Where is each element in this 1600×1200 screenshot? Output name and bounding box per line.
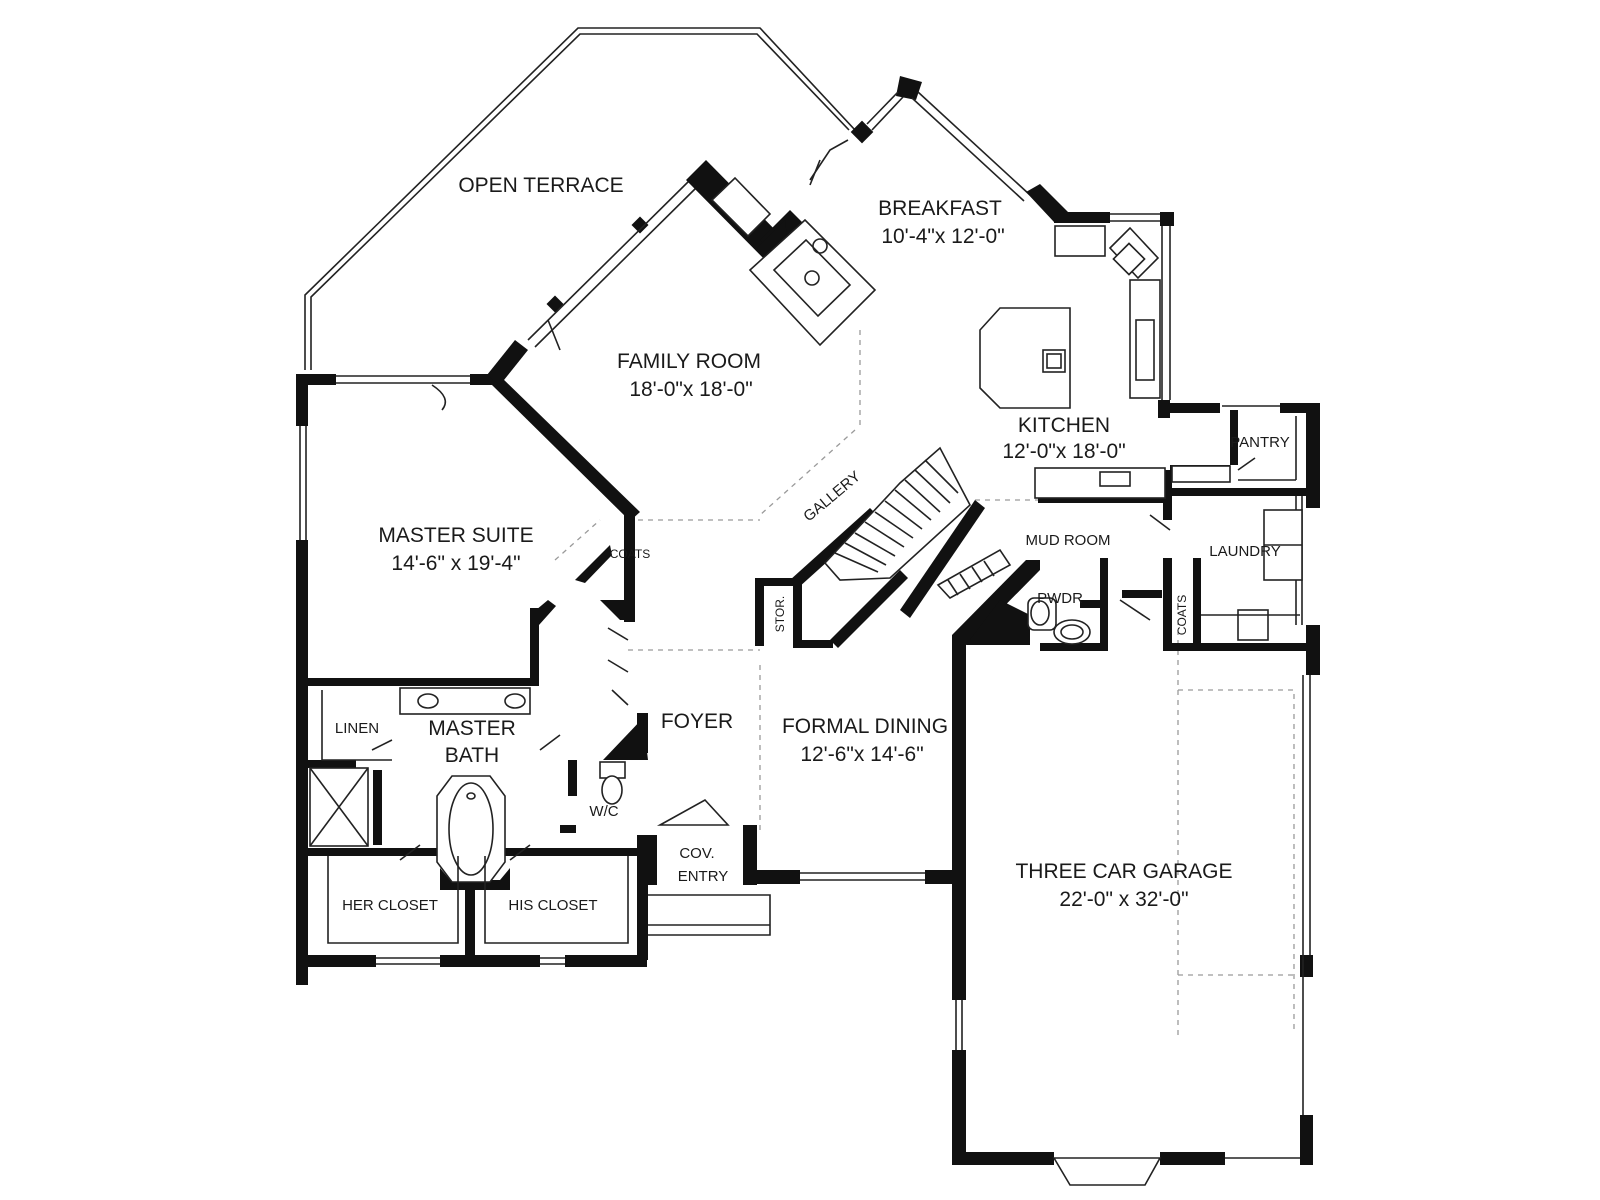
breakfast-size: 10'-4"x 12'-0" bbox=[881, 225, 1004, 248]
fixtures bbox=[309, 225, 1303, 944]
three-car-garage-label: THREE CAR GARAGE bbox=[1015, 860, 1232, 883]
her-closet-label: HER CLOSET bbox=[342, 897, 438, 914]
terrace-outline bbox=[304, 27, 856, 370]
stairs bbox=[823, 446, 1012, 600]
walls bbox=[296, 76, 1320, 1186]
family-room-size: 18'-0"x 18'-0" bbox=[629, 378, 752, 401]
coats-right-label: COATS bbox=[1175, 595, 1189, 635]
kitchen-island bbox=[979, 307, 1071, 409]
formal-dining-size: 12'-6"x 14'-6" bbox=[800, 743, 923, 766]
master-suite-size: 14'-6" x 19'-4" bbox=[391, 552, 520, 575]
linen-label: LINEN bbox=[335, 720, 379, 737]
his-closet-label: HIS CLOSET bbox=[508, 897, 597, 914]
family-room-label: FAMILY ROOM bbox=[617, 350, 761, 373]
master-bath-label-line2: BATH bbox=[445, 744, 499, 767]
cov-entry-label-line1: COV. bbox=[679, 845, 714, 862]
pantry-label: PANTRY bbox=[1230, 434, 1289, 451]
stor-label: STOR. bbox=[773, 596, 787, 632]
pwdr-label: PWDR bbox=[1037, 590, 1083, 607]
formal-dining-label: FORMAL DINING bbox=[782, 715, 948, 738]
mud-room-label: MUD ROOM bbox=[1026, 532, 1111, 549]
dashed-boundaries bbox=[554, 330, 1295, 1040]
master-suite-label: MASTER SUITE bbox=[378, 524, 533, 547]
breakfast-label: BREAKFAST bbox=[878, 197, 1002, 220]
cov-entry-label-line2: ENTRY bbox=[678, 868, 729, 885]
kitchen-size: 12'-0"x 18'-0" bbox=[1002, 440, 1125, 463]
kitchen-label: KITCHEN bbox=[1018, 414, 1110, 437]
room-labels: OPEN TERRACE BREAKFAST 10'-4"x 12'-0" FA… bbox=[335, 174, 1290, 914]
master-bath-label-line1: MASTER bbox=[428, 717, 516, 740]
three-car-garage-size: 22'-0" x 32'-0" bbox=[1059, 888, 1188, 911]
open-terrace-label: OPEN TERRACE bbox=[458, 174, 623, 197]
coats-left-label: COATS bbox=[610, 547, 650, 561]
wc-label: W/C bbox=[589, 803, 618, 820]
foyer-label: FOYER bbox=[661, 710, 733, 733]
gallery-label: GALLERY bbox=[800, 468, 864, 525]
laundry-label: LAUNDRY bbox=[1209, 543, 1280, 560]
